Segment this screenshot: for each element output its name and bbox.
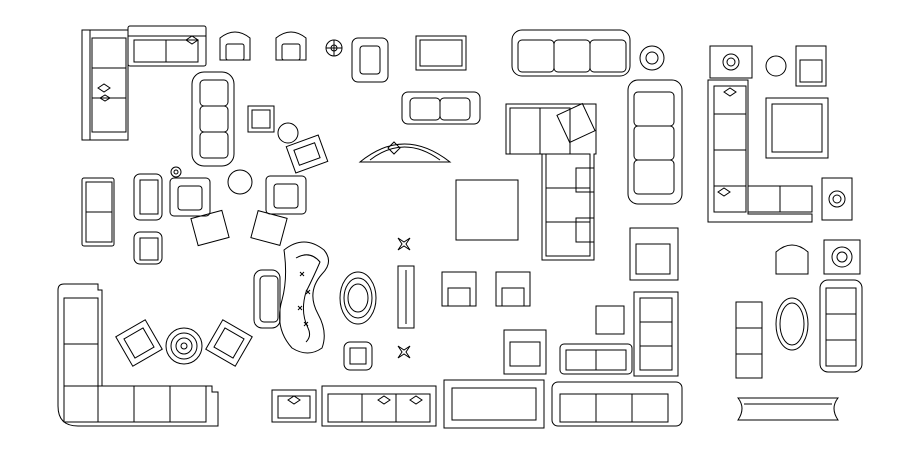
sofa-three-seat-vertical — [634, 292, 678, 376]
nightstand-2 — [822, 178, 852, 220]
three-seat-sofa-top — [512, 30, 630, 76]
lounge-chair-1 — [170, 178, 210, 216]
armchair-right-lower — [776, 245, 808, 274]
loveseat-left-vertical — [82, 178, 114, 246]
rug-rect-bottom — [444, 380, 544, 428]
loveseat-center — [402, 92, 480, 124]
small-armchair-center — [344, 342, 372, 370]
square-table-right — [766, 98, 828, 158]
sofa-scalloped-small — [254, 270, 280, 328]
chesterfield-sofa — [820, 280, 862, 372]
armchair-top-1 — [220, 32, 250, 60]
oval-coffee-table — [776, 298, 808, 350]
round-table-small — [278, 123, 298, 143]
nightstand-1 — [710, 46, 752, 78]
armchair-top-2 — [276, 32, 306, 60]
lounge-chair-right-center — [630, 228, 678, 280]
round-side-table-top — [326, 40, 342, 56]
side-table-right-lower — [824, 240, 860, 274]
armchair-left-vertical — [134, 174, 162, 220]
small-ottoman-right-center — [596, 306, 624, 334]
corner-sofa-bottom-left — [58, 284, 218, 426]
loveseat-bottom-center — [560, 344, 632, 374]
lounge-chair-bottom-left-1 — [116, 320, 162, 366]
round-table-top-right — [766, 56, 786, 76]
sofa-curved-left — [192, 72, 234, 166]
armchair-box-bottom — [504, 330, 546, 374]
rug-rect-top — [416, 36, 466, 70]
table-lamp-icon-bottom — [398, 346, 410, 358]
square-table — [456, 180, 518, 240]
sofa-three-seat-bottom — [322, 386, 436, 426]
armchair-center-1 — [442, 272, 476, 306]
sofa-chaise-bottom — [552, 382, 682, 426]
corner-sectional-right — [708, 80, 812, 222]
l-shaped-sectional — [506, 103, 596, 260]
round-table-center — [228, 170, 252, 194]
armchair-top-3 — [352, 38, 388, 82]
sofa-thin-vertical — [398, 266, 414, 328]
oval-patterned-rug — [340, 272, 376, 324]
ottoman-2 — [251, 211, 287, 246]
half-round-rug — [360, 142, 450, 162]
curved-sofa-patterned — [280, 242, 329, 353]
armchair-bottom-row — [272, 390, 316, 422]
corner-sofa-top-left — [82, 30, 128, 140]
armchair-center-2 — [496, 272, 530, 306]
lounge-chair-2 — [266, 176, 306, 214]
round-side-table-top-right — [640, 46, 664, 70]
lounge-chair-right — [286, 135, 328, 173]
armchair-top-right — [796, 46, 826, 86]
ottoman-1 — [191, 210, 229, 245]
sofa-vertical-small-right — [736, 302, 762, 378]
side-chair-small — [248, 106, 274, 132]
round-rug-bottom-left — [166, 328, 202, 364]
side-table-tiny — [171, 167, 181, 177]
bench-right — [738, 398, 838, 420]
armchair-left-small — [134, 232, 162, 264]
lounge-chair-bottom-left-2 — [206, 320, 252, 366]
table-lamp-icon-top — [398, 238, 410, 250]
loveseat-top — [128, 26, 206, 66]
sofa-vertical-right — [628, 80, 682, 204]
